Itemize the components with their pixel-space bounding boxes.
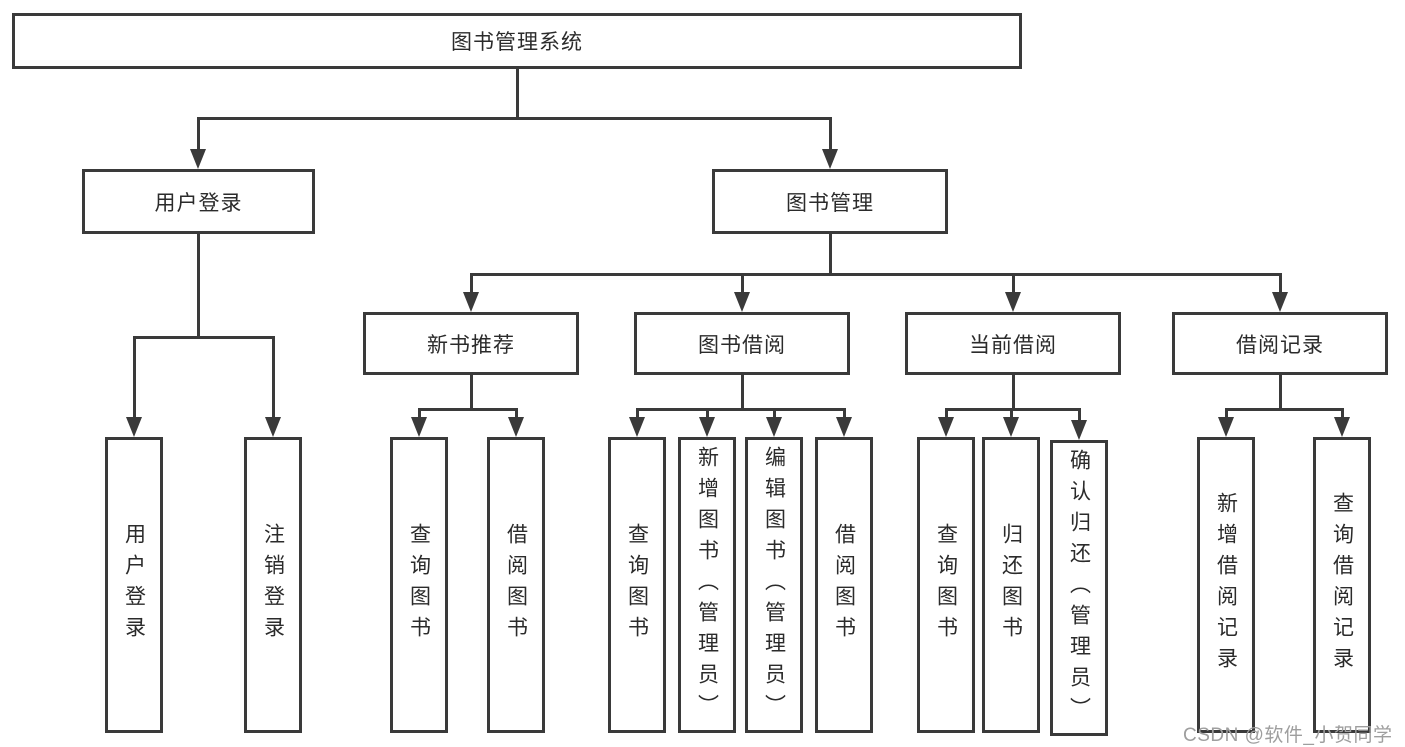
connector — [843, 408, 846, 420]
connector — [1010, 408, 1013, 420]
leaf-user-login: 用户登录 — [105, 437, 163, 733]
connector — [418, 408, 421, 420]
leaf-label: 查询借阅记录 — [1330, 492, 1354, 678]
arrow-down-icon — [1005, 292, 1021, 312]
connector — [419, 408, 518, 411]
connector — [1012, 375, 1015, 410]
arrow-down-icon — [190, 149, 206, 169]
arrow-down-icon — [938, 417, 954, 437]
arrow-down-icon — [836, 417, 852, 437]
leaf-label: 借阅图书 — [504, 523, 528, 647]
leaf-label: 用户登录 — [122, 523, 146, 647]
leaf-label: 查询图书 — [625, 523, 649, 647]
node-current-borrow: 当前借阅 — [905, 312, 1121, 375]
arrow-down-icon — [265, 417, 281, 437]
connector — [1225, 408, 1228, 420]
leaf-record-query-record: 查询借阅记录 — [1313, 437, 1371, 733]
arrow-down-icon — [411, 417, 427, 437]
connector — [515, 408, 518, 420]
arrow-down-icon — [699, 417, 715, 437]
connector — [829, 234, 832, 275]
connector — [197, 117, 831, 120]
node-label: 借阅记录 — [1236, 333, 1324, 357]
connector — [272, 336, 275, 419]
connector — [741, 375, 744, 410]
arrow-down-icon — [766, 417, 782, 437]
connector — [637, 408, 845, 411]
arrow-down-icon — [508, 417, 524, 437]
connector — [516, 69, 519, 117]
leaf-label: 新增图书（管理员） — [695, 445, 719, 725]
connector — [1341, 408, 1344, 420]
arrow-down-icon — [1334, 417, 1350, 437]
leaf-current-confirm-return-admin: 确认归还（管理员） — [1050, 440, 1108, 736]
leaf-current-return-book: 归还图书 — [982, 437, 1040, 733]
node-label: 用户登录 — [154, 191, 243, 215]
arrow-down-icon — [629, 417, 645, 437]
leaf-label: 确认归还（管理员） — [1067, 448, 1091, 728]
leaf-logout: 注销登录 — [244, 437, 302, 733]
connector — [636, 408, 639, 420]
node-label: 图书管理 — [786, 191, 874, 215]
leaf-label: 查询图书 — [407, 523, 431, 647]
leaf-label: 编辑图书（管理员） — [762, 445, 786, 725]
connector — [706, 408, 709, 420]
leaf-current-query-book: 查询图书 — [917, 437, 975, 733]
node-label: 图书管理系统 — [451, 31, 583, 54]
connector — [470, 273, 473, 294]
node-label: 图书借阅 — [698, 333, 786, 357]
connector — [1279, 375, 1282, 410]
arrow-down-icon — [126, 417, 142, 437]
arrow-down-icon — [463, 292, 479, 312]
connector — [197, 234, 200, 338]
arrow-down-icon — [822, 149, 838, 169]
leaf-recommend-borrow-book: 借阅图书 — [487, 437, 545, 733]
arrow-down-icon — [1272, 292, 1288, 312]
connector — [470, 375, 473, 410]
node-label: 新书推荐 — [427, 333, 515, 357]
node-book-borrow: 图书借阅 — [634, 312, 850, 375]
leaf-label: 借阅图书 — [832, 523, 856, 647]
connector — [1012, 273, 1015, 294]
connector — [133, 336, 136, 419]
leaf-label: 注销登录 — [261, 523, 285, 647]
leaf-label: 归还图书 — [999, 523, 1023, 647]
arrow-down-icon — [1071, 420, 1087, 440]
node-label: 当前借阅 — [969, 333, 1057, 357]
connector — [773, 408, 776, 420]
leaf-label: 新增借阅记录 — [1214, 492, 1238, 678]
leaf-recommend-query-book: 查询图书 — [390, 437, 448, 733]
leaf-label: 查询图书 — [934, 523, 958, 647]
connector — [829, 117, 832, 151]
arrow-down-icon — [734, 292, 750, 312]
node-borrow-record: 借阅记录 — [1172, 312, 1388, 375]
node-book-management: 图书管理 — [712, 169, 948, 234]
connector — [197, 117, 200, 151]
leaf-record-add-record: 新增借阅记录 — [1197, 437, 1255, 733]
connector — [1226, 408, 1343, 411]
connector — [741, 273, 744, 294]
leaf-borrow-add-book-admin: 新增图书（管理员） — [678, 437, 736, 733]
node-library-management-system: 图书管理系统 — [12, 13, 1022, 69]
leaf-borrow-borrow-book: 借阅图书 — [815, 437, 873, 733]
connector — [471, 273, 1281, 276]
leaf-borrow-edit-book-admin: 编辑图书（管理员） — [745, 437, 803, 733]
arrow-down-icon — [1218, 417, 1234, 437]
node-new-book-recommend: 新书推荐 — [363, 312, 579, 375]
arrow-down-icon — [1003, 417, 1019, 437]
connector — [1078, 408, 1081, 423]
connector — [946, 408, 1080, 411]
node-user-login: 用户登录 — [82, 169, 315, 234]
connector — [134, 336, 274, 339]
connector — [945, 408, 948, 420]
connector — [1279, 273, 1282, 294]
leaf-borrow-query-book: 查询图书 — [608, 437, 666, 733]
watermark: CSDN @软件_小贺同学 — [1183, 725, 1393, 746]
